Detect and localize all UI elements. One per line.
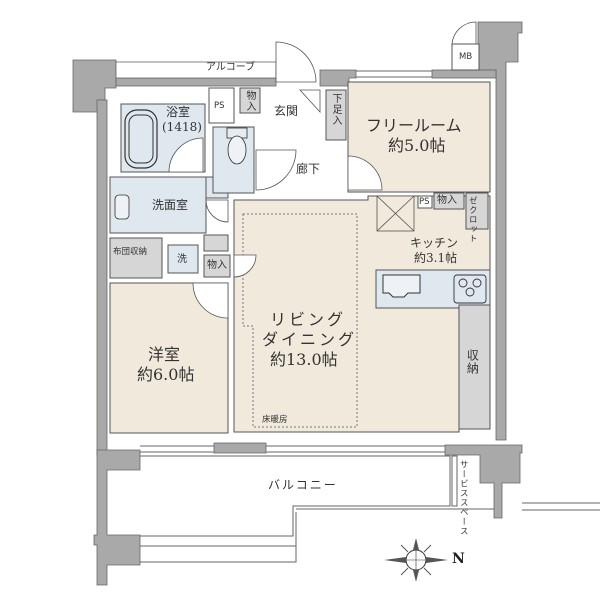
- bathroom-size: (1418): [162, 120, 202, 134]
- storage-large-label: 収納: [465, 349, 480, 375]
- storage-areas: [109, 87, 491, 430]
- free-room-label: フリールーム: [366, 116, 462, 135]
- storage-label-2: 物入: [207, 260, 227, 271]
- hallway-label: 廊下: [296, 162, 321, 176]
- floor-heating-zone: [242, 213, 358, 428]
- closet-label: ゼクロット: [467, 196, 478, 244]
- shoe-closet-label: 下足入: [330, 93, 341, 126]
- floor-heating-label: 床暖房: [262, 415, 288, 425]
- structural-walls: [72, 21, 523, 586]
- futon-storage-label: 布団収納: [113, 247, 148, 257]
- meter-box-label: MB: [459, 52, 473, 62]
- living-dining-size: 約13.0帖: [270, 350, 338, 369]
- living-dining-label-2: ダイニング: [262, 330, 358, 349]
- living-dining-label-1: リビング: [270, 310, 347, 329]
- ps-label-2: PS: [419, 197, 430, 207]
- washroom-floor: [109, 176, 207, 234]
- western-room-size: 約6.0帖: [137, 365, 195, 384]
- washroom-label: 洗面室: [152, 198, 189, 212]
- compass-north-label: N: [452, 551, 465, 567]
- ps-label: PS: [214, 101, 225, 111]
- door-swings: [168, 41, 383, 319]
- kitchen-label: キッチン: [410, 236, 459, 250]
- bathtub: [124, 109, 158, 169]
- washer-label: 洗: [177, 254, 187, 265]
- kitchen-size: 約3.1帖: [414, 251, 458, 265]
- western-room-label: 洋室: [148, 345, 181, 364]
- storage-label-3: 物入: [437, 195, 457, 206]
- alcove-label: アルコーブ: [206, 62, 256, 73]
- free-room-size: 約5.0帖: [388, 136, 446, 155]
- bathroom-label: 浴室: [166, 105, 191, 119]
- balcony-outline: [140, 455, 600, 563]
- storage-label: 物入: [244, 90, 255, 112]
- window-sashes: [140, 70, 445, 453]
- balcony-label: バルコニー: [268, 478, 338, 492]
- entrance-label: 玄関: [274, 104, 299, 118]
- service-space-label: サービススペース: [458, 460, 469, 536]
- compass-icon: [384, 538, 448, 582]
